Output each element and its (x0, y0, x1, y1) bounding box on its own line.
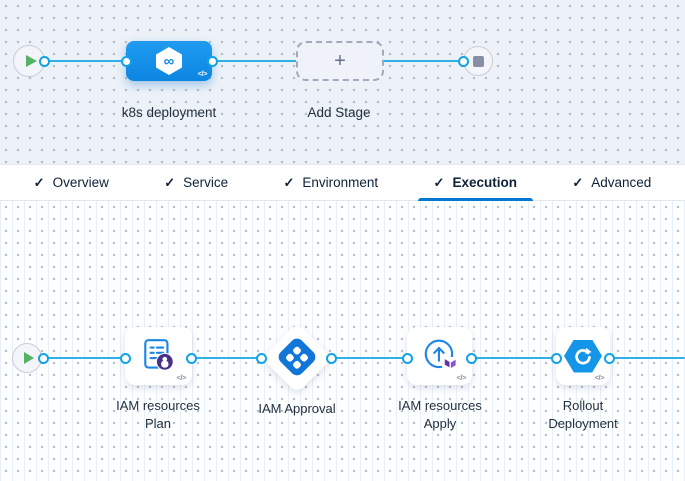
tab-label: Service (183, 175, 229, 190)
check-icon: ✓ (283, 174, 295, 190)
tab-label: Overview (52, 175, 109, 190)
approval-dot (299, 352, 310, 362)
edge-connector-dot (121, 56, 132, 67)
check-icon: ✓ (433, 174, 445, 190)
terraform-plan-icon (143, 339, 174, 371)
edge-connector-dot (39, 56, 50, 67)
edge-connector-dot (402, 353, 413, 364)
code-view-icon[interactable]: </> (176, 373, 187, 382)
stage-node-k8s-deployment[interactable]: ∞ </> (126, 41, 212, 81)
play-icon (25, 55, 37, 67)
step-iam-resources-plan[interactable]: </> (125, 327, 192, 385)
step-label-line: IAM resources (116, 398, 200, 413)
check-icon: ✓ (572, 174, 584, 190)
tab-overview[interactable]: ✓ Overview (17, 165, 126, 200)
edge-connector-dot (326, 353, 337, 364)
code-view-icon[interactable]: </> (594, 373, 605, 382)
execution-graph-canvas[interactable]: </> </> (0, 201, 685, 481)
step-label-line: Apply (423, 416, 457, 431)
edge-connector-dot (604, 353, 615, 364)
step-label: IAM Approval (221, 400, 373, 418)
stop-icon (472, 55, 484, 67)
add-stage-button[interactable]: + (296, 41, 384, 81)
terraform-apply-icon (424, 339, 458, 373)
add-stage-label: Add Stage (307, 105, 371, 120)
edge-connector-dot (120, 353, 131, 364)
edge-connector-dot (466, 353, 477, 364)
tab-service[interactable]: ✓ Service (147, 165, 245, 200)
edge-connector-dot (186, 353, 197, 364)
execution-start-node (12, 343, 42, 373)
check-icon: ✓ (164, 174, 176, 190)
step-label: IAM resources Apply (364, 397, 516, 433)
edge-connector-dot (38, 353, 49, 364)
approval-dot (292, 359, 302, 370)
edge-connector-dot (551, 353, 562, 364)
tab-label: Environment (302, 175, 379, 190)
tab-environment[interactable]: ✓ Environment (266, 165, 395, 200)
step-label-line: Deployment (548, 416, 618, 431)
step-label: Rollout Deployment (507, 397, 659, 433)
step-label-line: Plan (144, 416, 172, 431)
step-iam-resources-apply[interactable]: </> (407, 327, 472, 385)
step-label-line: IAM Approval (258, 401, 336, 416)
stage-config-tabbar: ✓ Overview ✓ Service ✓ Environment ✓ Exe… (0, 164, 685, 201)
step-rollout-deployment[interactable]: </> (556, 327, 610, 385)
tab-advanced[interactable]: ✓ Advanced (555, 165, 668, 200)
edge-connector-dot (458, 56, 469, 67)
tab-label: Execution (452, 175, 517, 190)
code-view-icon[interactable]: </> (197, 69, 208, 78)
stage-name-label: k8s deployment (121, 105, 217, 120)
step-label: IAM resources Plan (82, 397, 234, 433)
tab-execution[interactable]: ✓ Execution (417, 165, 534, 201)
harness-stage-icon: ∞ (156, 47, 182, 75)
k8s-rollout-icon (564, 339, 602, 373)
code-view-icon[interactable]: </> (456, 373, 467, 382)
approval-dot (292, 344, 302, 355)
stage-edge-line (29, 60, 478, 62)
execution-edge-line (27, 357, 685, 359)
play-icon (24, 352, 34, 364)
stage-graph-canvas[interactable]: ∞ </> + k8s deployment Add Stage (0, 0, 685, 164)
step-label-line: IAM resources (398, 398, 482, 413)
infinity-glyph: ∞ (163, 52, 175, 70)
approval-dot (284, 352, 295, 362)
tab-label: Advanced (591, 175, 652, 190)
plus-icon: + (334, 49, 346, 72)
step-label-line: Rollout (562, 398, 604, 413)
edge-connector-dot (207, 56, 218, 67)
check-icon: ✓ (33, 174, 45, 190)
edge-connector-dot (256, 353, 267, 364)
